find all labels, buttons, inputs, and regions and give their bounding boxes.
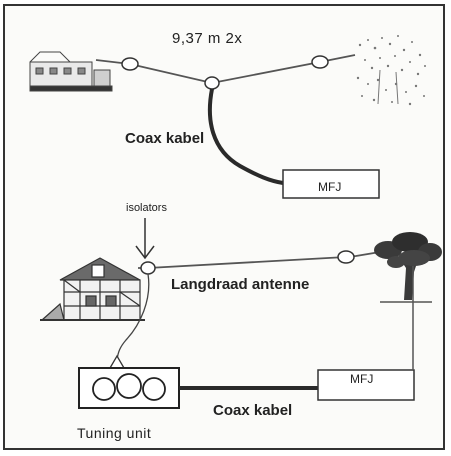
top-right-tree-icon: [356, 35, 426, 106]
insulator-icon: [337, 250, 355, 264]
house-icon: [40, 257, 145, 321]
bottom-mfj-label: MFJ: [350, 372, 374, 386]
insulator-icon: [140, 261, 156, 275]
tuning-unit: [78, 367, 180, 409]
tuning-unit-label: Tuning unit: [77, 425, 152, 441]
insulators-label: isolators: [126, 202, 167, 214]
bottom-coax-label: Coax kabel: [213, 402, 293, 419]
insulator-icon: [204, 76, 220, 90]
top-coax-cable: [207, 88, 284, 185]
span-length-label: 9,37 m 2x: [172, 30, 243, 47]
antenna-label: Langdraad antenne: [171, 276, 310, 293]
top-left-house-icon: [29, 51, 113, 92]
insulator-icon: [311, 55, 329, 69]
tree-icon: [374, 232, 442, 303]
top-coax-label: Coax kabel: [125, 130, 205, 147]
top-mfj-label: MFJ: [318, 180, 342, 194]
tuning-connector: [108, 354, 126, 369]
arrow-icon: [135, 218, 155, 260]
top-mfj-box: [282, 169, 380, 199]
insulator-icon: [121, 57, 139, 71]
bottom-mfj-box: [317, 369, 415, 401]
down-lead-wire: [116, 273, 150, 361]
